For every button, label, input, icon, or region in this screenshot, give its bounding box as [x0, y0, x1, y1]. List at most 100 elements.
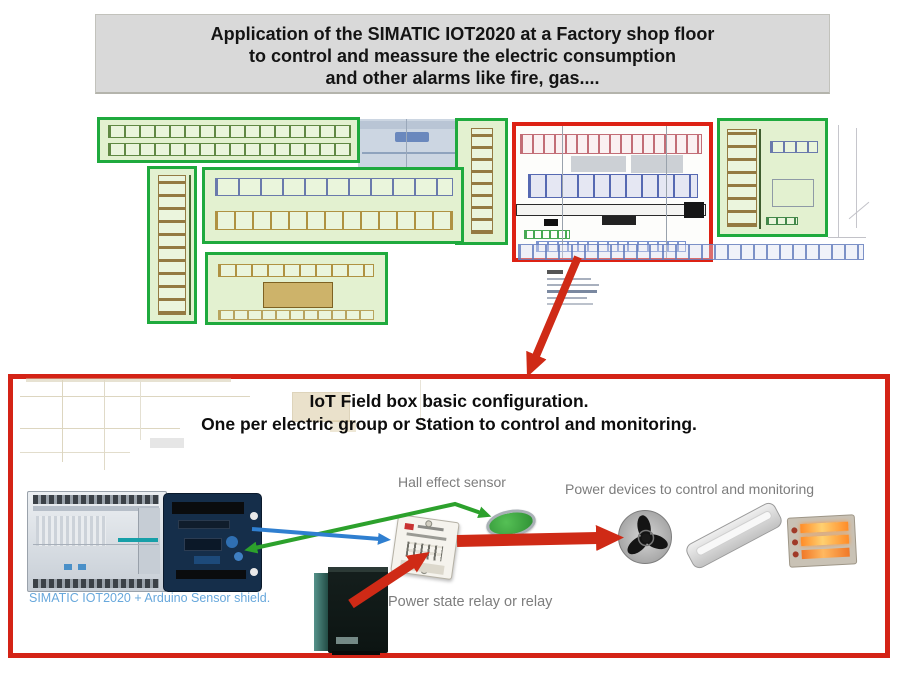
legend-mark — [547, 270, 563, 274]
cad-block — [150, 438, 184, 448]
fan-blades — [627, 515, 668, 555]
green-zone-middle — [202, 167, 464, 244]
pin-header — [172, 502, 244, 514]
cad-line — [420, 380, 421, 430]
grid-line — [666, 126, 667, 258]
heater-knob — [792, 551, 799, 558]
cad-line — [838, 125, 839, 237]
machine-column — [158, 175, 186, 315]
machine-block-dark — [602, 216, 636, 225]
machine-row — [218, 310, 374, 320]
cad-line — [26, 378, 231, 382]
solid-state-relay — [390, 513, 460, 581]
title-banner: Application of the SIMATIC IOT2020 at a … — [95, 14, 830, 94]
simatic-iot2020-device — [27, 491, 167, 592]
field-box-title: IoT Field box basic configuration. One p… — [8, 390, 890, 436]
component-block — [194, 556, 220, 564]
machine-block-dark — [544, 219, 558, 226]
device-ledge — [33, 506, 159, 511]
capacitor — [226, 536, 238, 548]
mount-hole — [250, 512, 258, 520]
machine-row — [520, 134, 702, 154]
cad-line — [20, 452, 130, 453]
psu-label — [336, 637, 358, 644]
relay-terminal-grid — [405, 541, 444, 562]
machine-rail — [189, 175, 191, 315]
office-divider — [406, 119, 407, 172]
machine-row — [215, 178, 453, 196]
terminal-strip-bottom — [33, 579, 159, 588]
relay-red-mark — [404, 523, 415, 531]
cad-line — [62, 380, 63, 462]
office-line — [362, 152, 462, 154]
machine-row — [770, 141, 818, 153]
machine-row-blue — [518, 244, 864, 260]
heater-element — [801, 547, 850, 560]
cad-line — [828, 237, 866, 238]
relay-text-line — [406, 532, 447, 541]
office-text-blob — [395, 132, 429, 142]
green-zone-top-row — [97, 117, 360, 163]
cad-line — [104, 380, 105, 470]
cad-block — [292, 392, 350, 422]
terminal-strip-top — [33, 495, 159, 504]
cad-line — [856, 128, 857, 228]
device-led — [78, 564, 86, 570]
machine-row-green — [766, 217, 798, 225]
cad-block — [330, 420, 356, 432]
cad-line — [848, 201, 870, 220]
green-zone-right — [717, 118, 828, 237]
machine-column — [727, 129, 757, 227]
banner-line-1: Application of the SIMATIC IOT2020 at a … — [210, 24, 715, 44]
plan-legend — [547, 270, 607, 310]
field-box-title-line-2: One per electric group or Station to con… — [201, 414, 697, 434]
machine-table — [263, 282, 333, 308]
green-zone-vertical-left — [147, 166, 197, 324]
psu-side-face — [314, 573, 330, 651]
machine-column — [471, 128, 493, 234]
conveyor-line — [516, 204, 706, 216]
legend-line — [547, 297, 587, 299]
psu-base — [332, 651, 380, 655]
device-seam — [33, 544, 159, 545]
chip — [184, 538, 222, 551]
field-box-title-line-1: IoT Field box basic configuration. — [309, 391, 589, 411]
cad-line — [20, 396, 250, 397]
heater-knob — [791, 539, 799, 546]
hall-sensor-label: Hall effect sensor — [398, 474, 506, 490]
device-led — [64, 564, 72, 570]
machine-block — [631, 155, 683, 173]
siemens-teal-logo — [118, 538, 158, 542]
power-supply-unit — [312, 565, 392, 657]
machine-rail — [759, 129, 761, 229]
legend-line — [547, 303, 593, 305]
green-zone-lower — [205, 252, 388, 325]
banner-line-3: and other alarms like fire, gas.... — [325, 68, 600, 88]
conveyor-end — [684, 202, 704, 218]
pin-header — [178, 520, 230, 529]
arduino-sensor-shield — [163, 493, 262, 592]
machine-row-green — [524, 230, 570, 239]
machine-row — [218, 264, 374, 277]
legend-line — [547, 284, 599, 286]
red-zone-selected-station — [512, 122, 713, 262]
heater-icon — [786, 514, 858, 568]
machine-row — [108, 125, 351, 138]
mount-hole — [250, 568, 258, 576]
pin-header — [176, 570, 246, 579]
legend-line — [547, 278, 591, 280]
psu-top-edge — [328, 567, 388, 572]
heater-element — [800, 534, 850, 547]
machine-row — [108, 143, 351, 156]
machine-outline — [772, 179, 814, 207]
machine-row — [215, 211, 453, 230]
office-strip — [360, 121, 464, 129]
heater-element — [800, 521, 849, 534]
machine-row — [528, 174, 698, 198]
power-devices-label: Power devices to control and monitoring — [565, 481, 815, 497]
capacitor — [234, 552, 243, 561]
relay-label: Power state relay or relay — [388, 594, 553, 610]
fan-icon — [618, 510, 672, 564]
controller-label: SIMATIC IOT2020 + Arduino Sensor shield. — [29, 591, 271, 605]
grid-line — [562, 126, 563, 258]
